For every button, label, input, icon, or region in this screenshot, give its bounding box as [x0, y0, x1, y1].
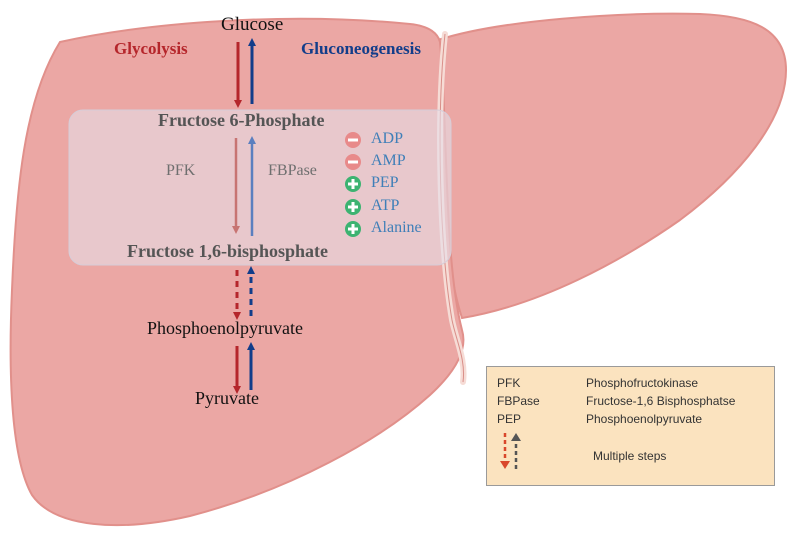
legend-abbr: PFK [497, 376, 521, 390]
regulator-atp: ATP [371, 197, 400, 214]
inhibitor-icon-adp [345, 132, 361, 148]
legend-box: PFK Phosphofructokinase FBPase Fructose-… [486, 366, 775, 486]
fructose-6-phosphate-label: Fructose 6-Phosphate [158, 110, 325, 130]
regulator-pep: PEP [371, 174, 399, 191]
regulator-adp: ADP [371, 130, 404, 147]
gluconeogenesis-label: Gluconeogenesis [301, 39, 421, 58]
legend-abbr: PEP [497, 412, 522, 426]
activator-icon-pep [345, 176, 361, 192]
legend-multiple-steps: Multiple steps [593, 449, 667, 463]
fbpase-label: FBPase [268, 162, 317, 179]
fructose-1-6-bisphosphate-label: Fructose 1,6-bisphosphate [127, 241, 329, 261]
inhibitor-icon-amp [345, 154, 361, 170]
legend-full: Phosphofructokinase [586, 376, 699, 390]
phosphoenolpyruvate-label: Phosphoenolpyruvate [147, 318, 303, 338]
activator-icon-alanine [345, 221, 361, 237]
liver-right-lobe [436, 12, 788, 320]
multiple-steps-arrows-icon [500, 433, 521, 469]
pyruvate-label: Pyruvate [195, 388, 259, 408]
pfk-label: PFK [166, 162, 196, 179]
regulator-amp: AMP [371, 152, 406, 169]
glycolysis-label: Glycolysis [114, 39, 188, 58]
legend-abbr: FBPase [497, 394, 540, 408]
regulator-alanine: Alanine [371, 219, 422, 236]
activator-icon-atp [345, 199, 361, 215]
glucose-label: Glucose [221, 14, 284, 35]
legend-full: Fructose-1,6 Bisphosphatse [586, 394, 736, 408]
legend-full: Phosphoenolpyruvate [586, 412, 703, 426]
